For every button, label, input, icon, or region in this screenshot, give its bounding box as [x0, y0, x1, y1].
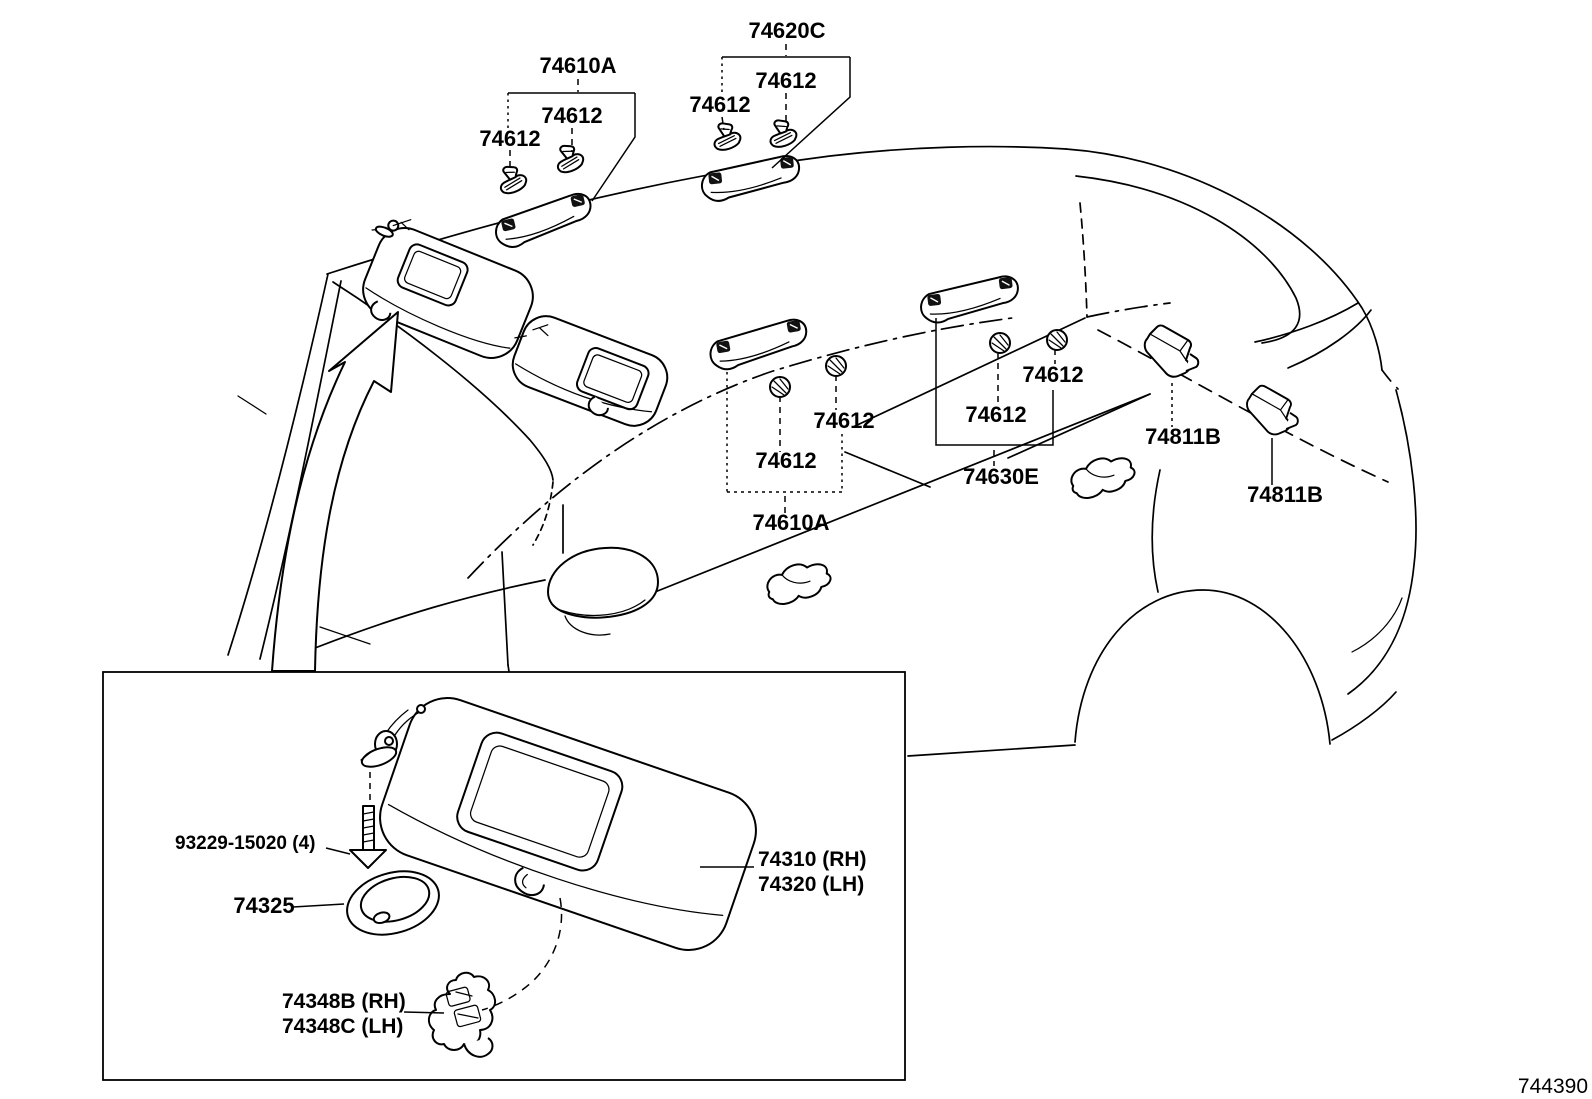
part-labels: 74620C 74612 74612 74610A 74612 74612 74…	[233, 18, 1323, 918]
part-label-74612-f: 74612	[755, 448, 816, 473]
part-label-74612-c: 74612	[541, 103, 602, 128]
part-label-74630e: 74630E	[963, 464, 1039, 489]
part-label-74612-e: 74612	[813, 408, 874, 433]
part-label-74310-rh: 74310 (RH)	[758, 848, 867, 871]
part-label-screw: 93229-15020 (4)	[175, 833, 316, 854]
part-label-74612-h: 74612	[965, 402, 1026, 427]
visor-pivot-assembly	[360, 704, 426, 768]
figure-number: 744390	[1518, 1075, 1588, 1098]
part-label-74620c: 74620C	[748, 18, 825, 43]
part-label-74612-a: 74612	[755, 68, 816, 93]
side-mirror	[547, 546, 659, 619]
part-label-74348c-lh: 74348C (LH)	[282, 1015, 403, 1038]
visor-screw-icon	[349, 772, 387, 869]
part-label-74348b-rh: 74348B (RH)	[282, 990, 406, 1013]
sun-visor-rh-installed	[362, 219, 534, 359]
clip-74612-icon	[989, 332, 1011, 354]
sun-visor-exploded	[379, 697, 757, 951]
visor-pivot-icon	[371, 219, 412, 238]
part-label-74610a-mid: 74610A	[752, 510, 829, 535]
part-label-74612-d: 74612	[479, 126, 540, 151]
visor-detail-box	[102, 671, 906, 1081]
part-labels-rh-lh: 74310 (RH) 74320 (LH) 74348B (RH) 74348C…	[282, 848, 867, 1038]
clip-74612-icon	[769, 376, 791, 398]
part-labels-left: 93229-15020 (4)	[175, 833, 316, 854]
clip-74612-icon	[1046, 329, 1068, 351]
part-label-74811b-2: 74811B	[1247, 482, 1323, 507]
clip-74612-icon	[825, 355, 847, 377]
callout-leader-lines	[507, 44, 1273, 514]
visor-cap-icon	[346, 870, 440, 936]
part-label-74325: 74325	[233, 893, 294, 918]
part-label-74612-b: 74612	[689, 92, 750, 117]
part-label-74811b-1: 74811B	[1145, 424, 1221, 449]
visor-holder-icon	[428, 971, 496, 1058]
part-label-74610a-front: 74610A	[539, 53, 616, 78]
viewing-direction-arrow	[271, 311, 399, 672]
part-label-74612-g: 74612	[1022, 362, 1083, 387]
part-label-74320-lh: 74320 (LH)	[758, 873, 864, 896]
sun-visor-lh-installed	[511, 315, 669, 427]
